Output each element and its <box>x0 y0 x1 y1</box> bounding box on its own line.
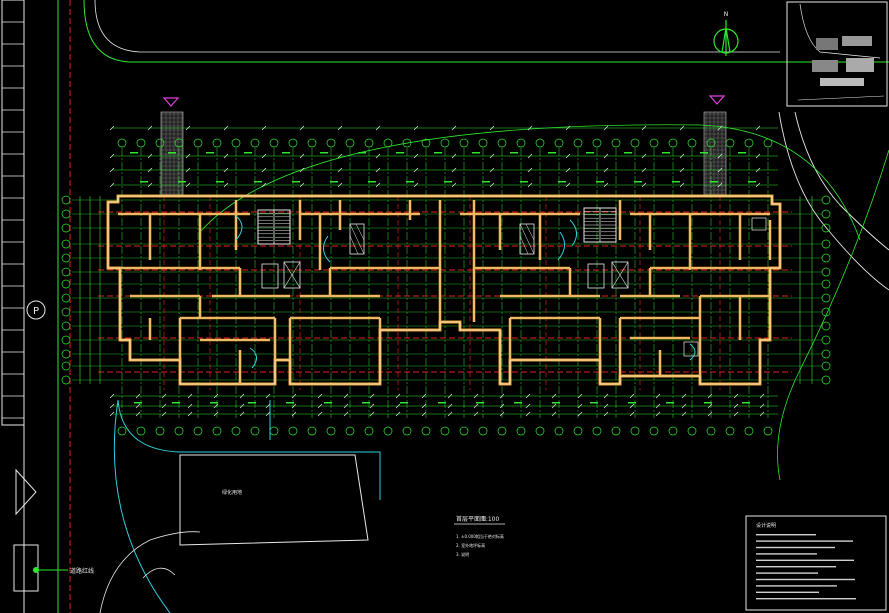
plan-title: 首层平面图 <box>456 515 486 523</box>
fixtures <box>235 215 767 440</box>
entrance-arrow-icon: 道路红线 <box>13 468 94 592</box>
legend-line-1: 1. ±0.000相当于绝对标高 <box>456 533 504 539</box>
stair-core-left <box>257 209 301 289</box>
elevation-triangle-icon <box>162 95 726 107</box>
notes-title: 设计说明 <box>756 522 776 529</box>
design-notes-box: 设计说明 <box>745 515 887 611</box>
plan-title-block: 首层平面图 1:100 1. ±0.000相当于绝对标高 2. 室外地坪标高 3… <box>454 515 505 557</box>
shaft-hatch <box>349 223 535 255</box>
stair-core-right <box>583 207 629 289</box>
parking-circle-icon[interactable]: P <box>26 300 46 320</box>
road-label: 道路红线 <box>70 567 94 575</box>
site-landscape-lower: 绿化用地 <box>99 124 861 613</box>
north-arrow-icon[interactable]: N <box>713 11 739 56</box>
site-road-right <box>777 111 889 481</box>
entrance-path-hatch <box>160 111 727 198</box>
building-walls <box>106 194 782 386</box>
legend-line-3: 3. 说明 <box>456 551 469 557</box>
legend-line-2: 2. 室外地坪标高 <box>456 542 485 548</box>
dimension-lines <box>79 125 813 417</box>
key-site-plan <box>786 1 888 107</box>
parking-marker-label: P <box>33 306 39 317</box>
north-marker-label: N <box>724 11 729 18</box>
green-area-label: 绿化用地 <box>222 489 242 496</box>
plan-scale: 1:100 <box>482 516 499 523</box>
axis-grid <box>61 138 831 436</box>
